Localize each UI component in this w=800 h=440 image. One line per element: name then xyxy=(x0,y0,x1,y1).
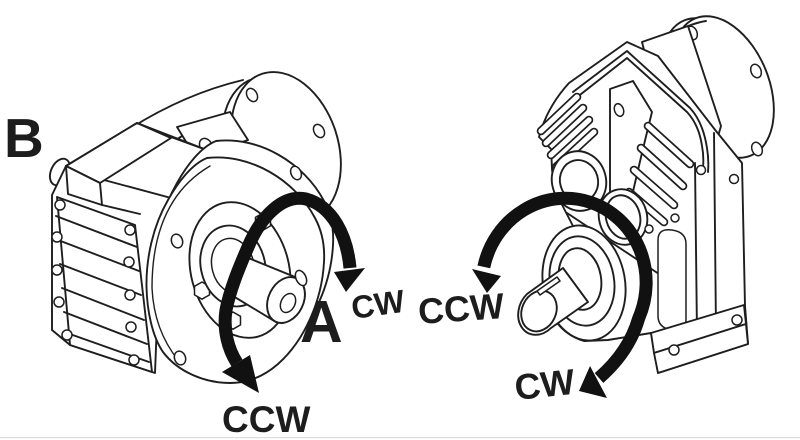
svg-text:CW: CW xyxy=(349,283,408,326)
svg-text:B: B xyxy=(4,107,44,169)
svg-text:CW: CW xyxy=(513,361,577,408)
svg-text:A: A xyxy=(300,289,343,355)
svg-text:CCW: CCW xyxy=(417,285,506,332)
svg-text:CCW: CCW xyxy=(222,399,310,440)
